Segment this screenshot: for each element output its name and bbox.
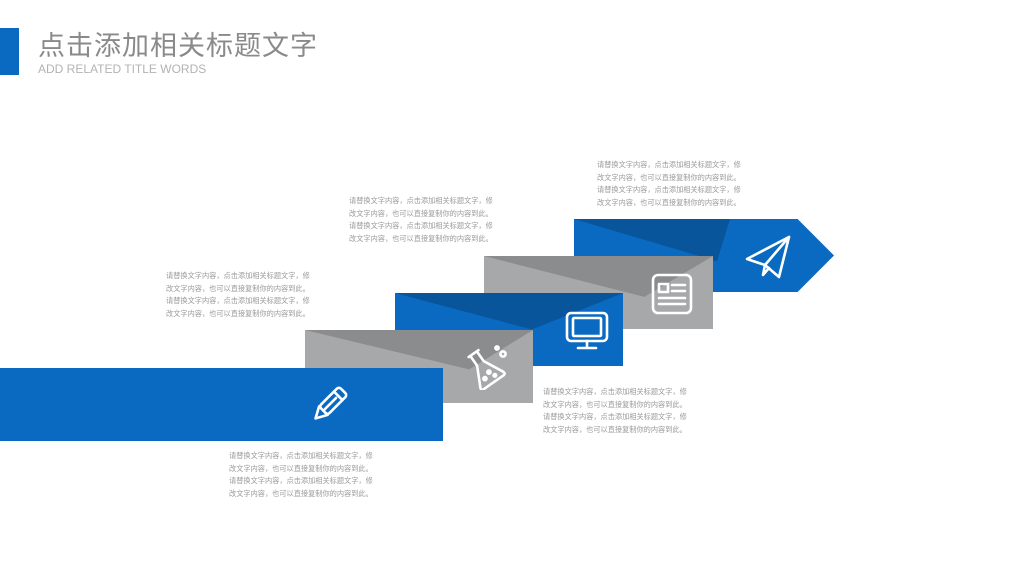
page-title: 点击添加相关标题文字 [38, 31, 318, 62]
step-1-description: 请替换文字内容，点击添加相关标题文字，修改文字内容，也可以直接复制你的内容到此。… [229, 451, 373, 498]
monitor-icon [564, 310, 610, 352]
step-2-description: 请替换文字内容，点击添加相关标题文字，修改文字内容，也可以直接复制你的内容到此。… [166, 271, 310, 318]
step-5-description: 请替换文字内容，点击添加相关标题文字，修改文字内容，也可以直接复制你的内容到此。… [597, 160, 741, 207]
pencil-icon [307, 383, 351, 427]
paper-plane-icon [743, 233, 793, 279]
step-1-bar [0, 368, 443, 441]
page-subtitle: ADD RELATED TITLE WORDS [38, 62, 207, 76]
step-4-description: 请替换文字内容，点击添加相关标题文字，修改文字内容，也可以直接复制你的内容到此。… [349, 196, 493, 243]
document-icon [650, 272, 694, 316]
title-accent-bar [0, 28, 19, 75]
flask-icon [463, 344, 511, 390]
step-3-description: 请替换文字内容，点击添加相关标题文字，修改文字内容，也可以直接复制你的内容到此。… [543, 387, 687, 434]
